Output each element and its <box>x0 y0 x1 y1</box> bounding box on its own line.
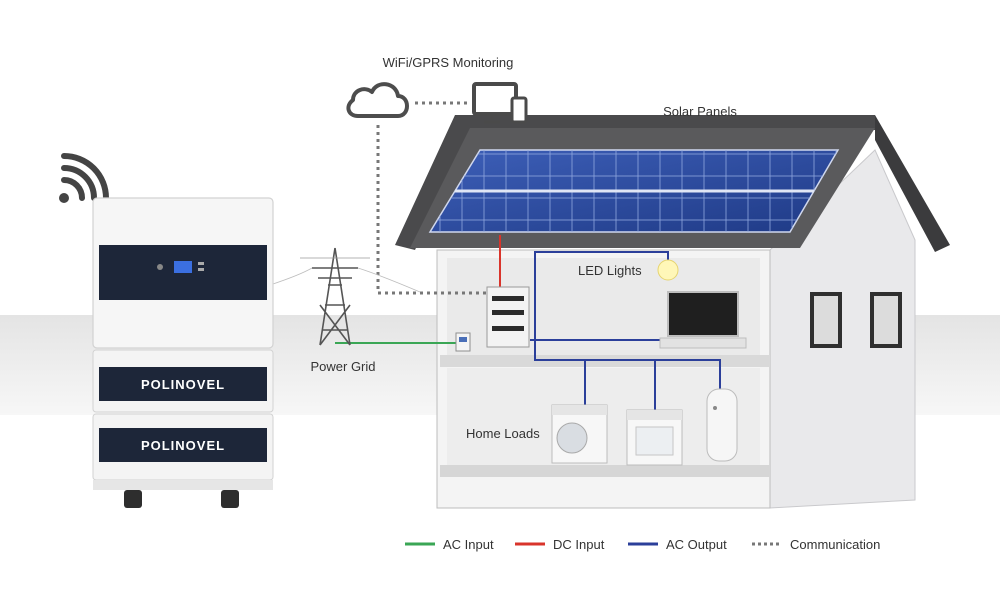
battery-brand-1: POLINOVEL <box>141 377 225 392</box>
led-lights-label: LED Lights <box>578 263 642 278</box>
power-grid-label: Power Grid <box>310 359 375 374</box>
solar-panels-label: Solar Panels <box>663 104 737 119</box>
tv-icon <box>659 291 747 349</box>
breaker-box <box>455 332 471 352</box>
battery-wheel-right <box>221 490 239 508</box>
communication-lines <box>376 101 490 295</box>
power-tower-icon <box>269 247 421 346</box>
water-heater-icon <box>706 388 738 462</box>
solar-panels <box>428 149 840 233</box>
inverter <box>486 286 530 348</box>
ground-floor-slab <box>440 465 770 477</box>
legend-label-2: AC Output <box>666 537 727 552</box>
monitoring-label: WiFi/GPRS Monitoring <box>383 55 514 70</box>
battery-wheel-left <box>124 490 142 508</box>
phone-icon <box>510 96 528 124</box>
home-loads-label: Home Loads <box>466 426 540 441</box>
wifi-icon <box>59 153 109 203</box>
legend: AC Input DC Input AC Output Communication <box>405 537 880 552</box>
monitor-icon <box>472 82 518 124</box>
legend-label-0: AC Input <box>443 537 494 552</box>
battery-cabinet: POLINOVEL POLINOVEL <box>92 197 274 508</box>
legend-label-1: DC Input <box>553 537 605 552</box>
legend-label-3: Communication <box>790 537 880 552</box>
battery-brand-2: POLINOVEL <box>141 438 225 453</box>
led-bulb-icon <box>657 259 679 281</box>
cloud-icon <box>346 82 409 118</box>
roof-gable <box>875 115 950 252</box>
dryer-icon <box>626 409 683 466</box>
battery-display <box>174 261 192 273</box>
washing-machine-icon <box>551 404 608 464</box>
